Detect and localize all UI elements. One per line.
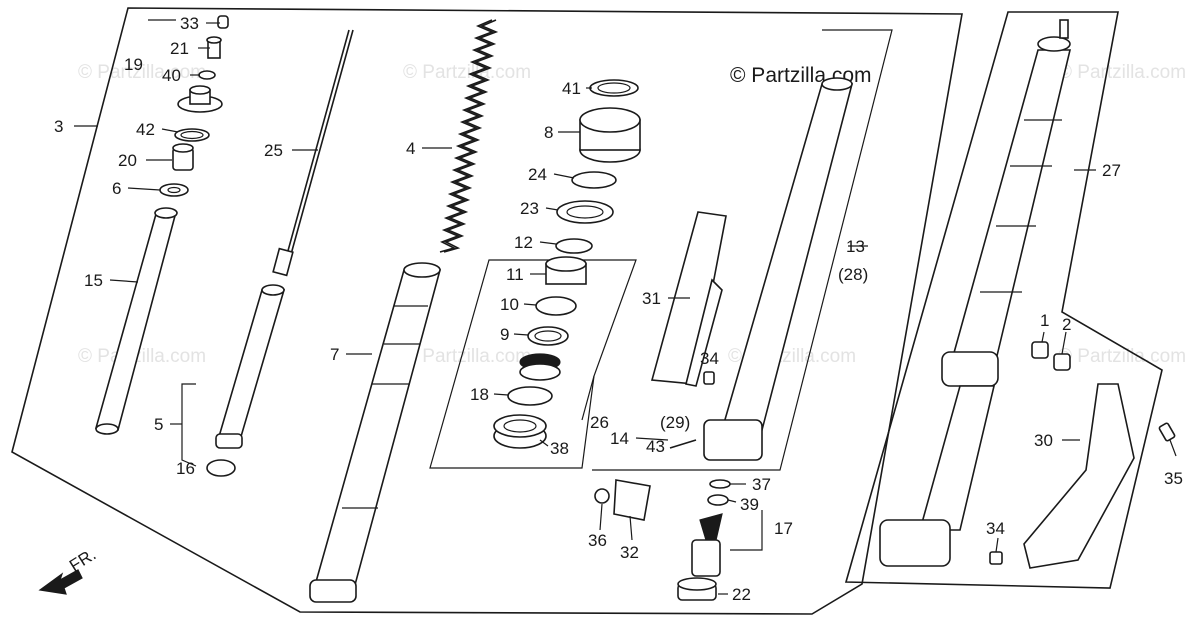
leader-lines xyxy=(74,22,1177,595)
callout-34b: 34 xyxy=(986,519,1005,538)
ring-39 xyxy=(707,494,729,506)
bushing-10 xyxy=(535,296,577,316)
front-direction-arrow: FR. xyxy=(38,545,99,595)
callout-28: (28) xyxy=(838,265,868,284)
seal-kit-frame xyxy=(429,259,637,469)
nut-36 xyxy=(594,488,610,504)
callout-40: 40 xyxy=(162,66,181,85)
watermark: © Partzilla.com xyxy=(403,62,531,83)
bracket-5 xyxy=(181,383,197,467)
callout-5: 5 xyxy=(154,415,163,434)
guard-30 xyxy=(1023,383,1135,569)
callout-12: 12 xyxy=(514,233,533,252)
callout-8: 8 xyxy=(544,123,553,142)
callout-6: 6 xyxy=(112,179,121,198)
cap-17 xyxy=(691,513,723,577)
dust-seal-8 xyxy=(579,107,641,163)
callout-32: 32 xyxy=(620,543,639,562)
outer-tube-frame xyxy=(592,29,893,471)
callout-36: 36 xyxy=(588,531,607,550)
callout-20: 20 xyxy=(118,151,137,170)
callout-16: 16 xyxy=(176,459,195,478)
callout-18: 18 xyxy=(470,385,489,404)
callout-19: 19 xyxy=(124,55,143,74)
spring-4 xyxy=(439,19,499,253)
callout-17: 17 xyxy=(774,519,793,538)
complete-fork-27 xyxy=(879,19,1072,567)
seal-23 xyxy=(556,200,614,224)
collar-1-2 xyxy=(1031,341,1071,371)
damper-cylinder-5 xyxy=(215,284,286,449)
callout-33: 33 xyxy=(180,14,199,33)
callout-24: 24 xyxy=(528,165,547,184)
bolt-34b xyxy=(989,551,1003,565)
callout-13: 13 xyxy=(846,237,865,256)
watermark: © Partzilla.com xyxy=(403,346,531,367)
right-fork-frame xyxy=(844,11,1163,589)
callout-9: 9 xyxy=(500,325,509,344)
callout-7: 7 xyxy=(330,345,339,364)
bushing-11 xyxy=(545,256,587,285)
watermark: © Partzilla.com xyxy=(1058,62,1186,83)
callout-14: 14 xyxy=(610,429,629,448)
ring-18 xyxy=(507,386,553,406)
callout-30: 30 xyxy=(1034,431,1053,450)
callout-15: 15 xyxy=(84,271,103,290)
o-ring-42 xyxy=(174,128,210,142)
o-ring-40 xyxy=(198,70,216,80)
seal-stack xyxy=(493,79,641,449)
washer-6 xyxy=(159,183,189,197)
outer-slider-7 xyxy=(309,262,442,603)
watermark: © Partzilla.com xyxy=(1058,346,1186,367)
seal-38 xyxy=(493,414,547,449)
fork-assembly-frame xyxy=(11,7,963,615)
callout-1: 1 xyxy=(1040,311,1049,330)
callout-37: 37 xyxy=(752,475,771,494)
ring-12 xyxy=(555,238,593,254)
washer-37 xyxy=(709,479,731,489)
callout-10: 10 xyxy=(500,295,519,314)
callout-43: 43 xyxy=(646,437,665,456)
holder-32 xyxy=(613,479,651,521)
callout-41: 41 xyxy=(562,79,581,98)
bolt-34 xyxy=(703,371,715,385)
damper-rod-25 xyxy=(272,29,354,277)
callout-labels: 33 21 19 40 3 42 20 6 15 25 5 16 4 7 41 … xyxy=(54,14,1183,604)
spacer-20 xyxy=(172,143,194,171)
seal-26 xyxy=(519,353,561,381)
nut-22 xyxy=(677,577,717,601)
pin-43 xyxy=(669,439,697,449)
clip-16 xyxy=(206,459,236,477)
callout-34: 34 xyxy=(700,349,719,368)
watermark: © Partzilla.com xyxy=(78,346,206,367)
callout-31: 31 xyxy=(642,289,661,308)
callout-27: 27 xyxy=(1102,161,1121,180)
direction-label: FR. xyxy=(66,545,99,576)
bolt-33 xyxy=(217,15,229,29)
callout-22: 22 xyxy=(732,585,751,604)
callout-23: 23 xyxy=(520,199,539,218)
callout-38: 38 xyxy=(550,439,569,458)
valve-21 xyxy=(206,36,222,59)
callout-3: 3 xyxy=(54,117,63,136)
callout-4: 4 xyxy=(406,139,415,158)
ring-24 xyxy=(571,171,617,189)
callout-35: 35 xyxy=(1164,469,1183,488)
bracket-17 xyxy=(730,510,763,551)
callout-39: 39 xyxy=(740,495,759,514)
fork-cap-19 xyxy=(177,85,223,113)
callout-29: (29) xyxy=(660,413,690,432)
callout-42: 42 xyxy=(136,120,155,139)
callout-2: 2 xyxy=(1062,315,1071,334)
callout-21: 21 xyxy=(170,39,189,58)
callout-25: 25 xyxy=(264,141,283,160)
callout-11: 11 xyxy=(506,265,524,284)
outer-tube-13 xyxy=(703,77,854,461)
fork-tube-15 xyxy=(94,207,178,435)
callout-26: 26 xyxy=(590,413,609,432)
washer-9 xyxy=(527,326,569,346)
bolt-35 xyxy=(1158,422,1176,442)
